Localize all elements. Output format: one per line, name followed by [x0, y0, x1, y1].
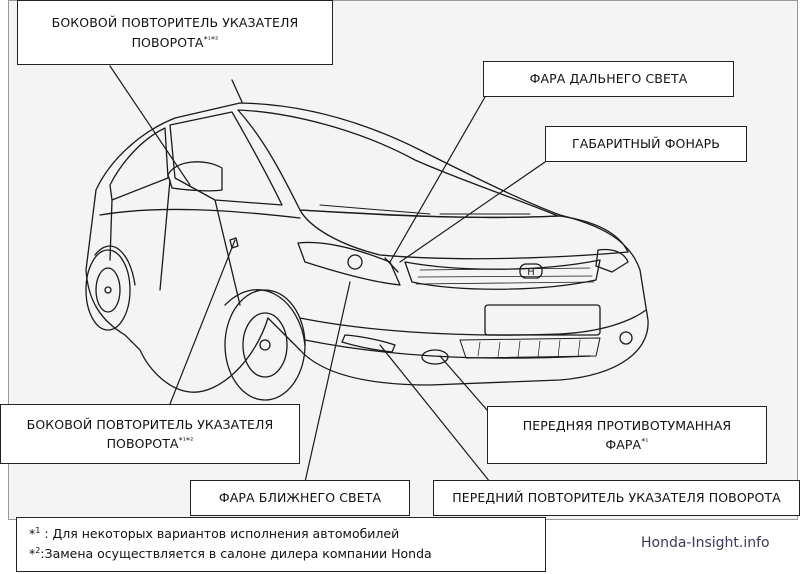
headlight	[297, 241, 401, 286]
label-fog-lamp: ПЕРЕДНЯЯ ПРОТИВОТУМАННАЯ ФАРА*¹	[487, 406, 767, 464]
fog-lamp-right	[619, 331, 633, 345]
label-front-repeater: ПЕРЕДНИЙ ПОВТОРИТЕЛЬ УКАЗАТЕЛЯ ПОВОРОТА	[433, 480, 800, 516]
label-position-lamp: ГАБАРИТНЫЙ ФОНАРЬ	[545, 126, 747, 162]
label-high-beam: ФАРА ДАЛЬНЕГО СВЕТА	[483, 61, 734, 97]
hood	[299, 209, 629, 260]
rear-wheel-arch	[94, 245, 136, 286]
fog-lamp	[421, 349, 449, 365]
antenna	[231, 79, 243, 103]
windshield	[237, 109, 559, 219]
label-low-beam: ФАРА БЛИЖНЕГО СВЕТА	[190, 480, 410, 516]
headlight-lens	[347, 254, 363, 270]
front-wheel	[224, 289, 306, 401]
front-bumper	[299, 309, 647, 359]
footnotes: *1 : Для некоторых вариантов исполнения …	[16, 517, 546, 572]
front-wheel-arch	[224, 289, 306, 346]
car-body-outline	[85, 102, 649, 393]
watermark: Honda-Insight.info	[641, 535, 770, 551]
headlight-right	[595, 248, 629, 273]
side-window-front	[169, 111, 283, 206]
svg-text:H: H	[527, 267, 535, 278]
license-plate	[484, 304, 601, 336]
grille	[404, 259, 601, 290]
label-side-repeater-bottom: БОКОВОЙ ПОВТОРИТЕЛЬ УКАЗАТЕЛЯ ПОВОРОТА*¹…	[0, 404, 300, 464]
footnote-1: *1 : Для некоторых вариантов исполнения …	[29, 525, 400, 541]
side-window-rear	[109, 127, 169, 201]
leader-lines	[109, 65, 546, 483]
rear-wheel	[85, 249, 131, 331]
side-repeater-fender	[229, 237, 239, 249]
honda-emblem	[519, 263, 543, 279]
label-side-repeater-top: БОКОВОЙ ПОВТОРИТЕЛЬ УКАЗАТЕЛЯ ПОВОРОТА*¹…	[17, 0, 333, 65]
footnote-2: *2:Замена осуществляется в салоне дилера…	[29, 545, 432, 561]
side-mirror	[167, 161, 223, 192]
front-repeater-lamp	[341, 334, 396, 353]
